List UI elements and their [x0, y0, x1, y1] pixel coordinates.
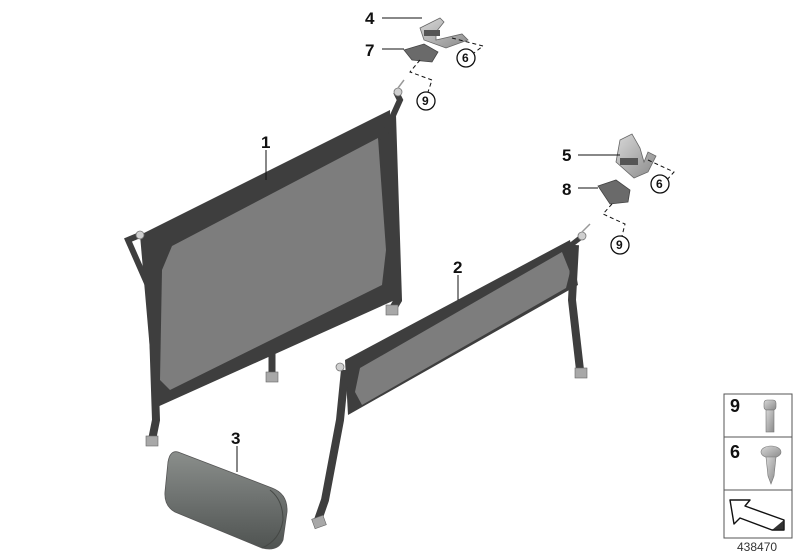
socket-head-bolt-icon	[763, 399, 777, 433]
callout-4[interactable]: 4	[365, 9, 375, 28]
arrow-direction-icon	[729, 499, 785, 531]
diagram-id: 438470	[737, 540, 778, 554]
mount-plate-right[interactable]	[597, 179, 631, 205]
svg-text:6: 6	[462, 51, 469, 65]
callout-7[interactable]: 7	[365, 41, 374, 60]
bracket-upper-left[interactable]	[419, 17, 469, 49]
partition-net-large[interactable]	[124, 79, 405, 447]
svg-text:6: 6	[656, 177, 663, 191]
fastener-legend: 9 6	[723, 393, 793, 539]
legend-num-9: 9	[730, 396, 740, 416]
circled-ref-6-top[interactable]: 6	[456, 48, 476, 68]
circled-ref-9-top[interactable]: 9	[416, 91, 436, 111]
legend-num-6: 6	[730, 442, 740, 462]
self-tapping-screw-icon	[760, 445, 782, 485]
mount-plate-left[interactable]	[403, 43, 439, 63]
net-roll-container[interactable]	[164, 451, 288, 550]
callout-1[interactable]: 1	[261, 133, 270, 152]
partition-net-small[interactable]	[311, 223, 591, 530]
callout-8[interactable]: 8	[562, 180, 571, 199]
svg-text:9: 9	[422, 94, 429, 108]
circled-ref-9-right[interactable]: 9	[610, 235, 630, 255]
callout-3[interactable]: 3	[231, 429, 240, 448]
svg-text:9: 9	[616, 238, 623, 252]
circled-ref-6-right[interactable]: 6	[650, 174, 670, 194]
callout-5[interactable]: 5	[562, 146, 571, 165]
bracket-upper-right[interactable]	[615, 133, 657, 179]
callout-2[interactable]: 2	[453, 258, 462, 277]
leader-lines	[236, 17, 620, 472]
dashed-leaders	[409, 37, 675, 237]
